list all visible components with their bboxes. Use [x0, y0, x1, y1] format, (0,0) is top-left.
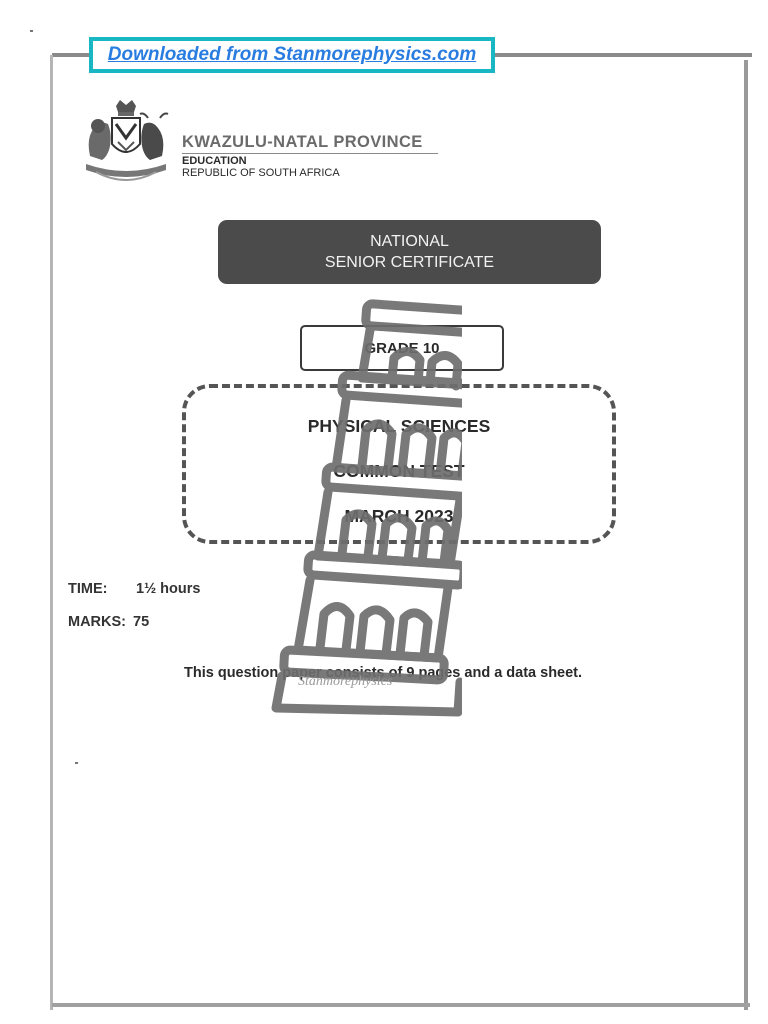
page-border-bottom: [52, 1003, 750, 1007]
country-name: REPUBLIC OF SOUTH AFRICA: [182, 167, 340, 179]
page-border-left: [50, 55, 53, 1010]
time-label: TIME:: [68, 581, 108, 597]
province-name: KWAZULU-NATAL PROVINCE: [182, 133, 423, 151]
page-border-right: [744, 60, 748, 1010]
marks-label: MARKS:: [68, 614, 126, 630]
marks-value: 75: [133, 614, 150, 630]
download-source-link[interactable]: Downloaded from Stanmorephysics.com: [89, 37, 495, 73]
coat-of-arms-icon: [86, 100, 169, 181]
test-date: MARCH 2023: [344, 506, 454, 526]
certificate-line-1: NATIONAL: [370, 233, 449, 250]
certificate-line-2: SENIOR CERTIFICATE: [324, 254, 495, 271]
watermark-text: Stanmorephysics: [298, 674, 393, 689]
scan-speck: [75, 762, 78, 764]
department-name: EDUCATION: [182, 155, 247, 167]
grade-box: GRADE 10: [300, 325, 504, 371]
time-value: 1½ hours: [136, 581, 201, 597]
scan-speck: [30, 30, 33, 32]
test-name: COMMON TEST: [333, 461, 465, 481]
header-divider: [182, 153, 438, 154]
subject-name: PHYSICAL SCIENCES: [307, 416, 491, 436]
certificate-banner: NATIONAL SENIOR CERTIFICATE: [218, 220, 601, 284]
grade-label: GRADE 10: [364, 339, 440, 357]
